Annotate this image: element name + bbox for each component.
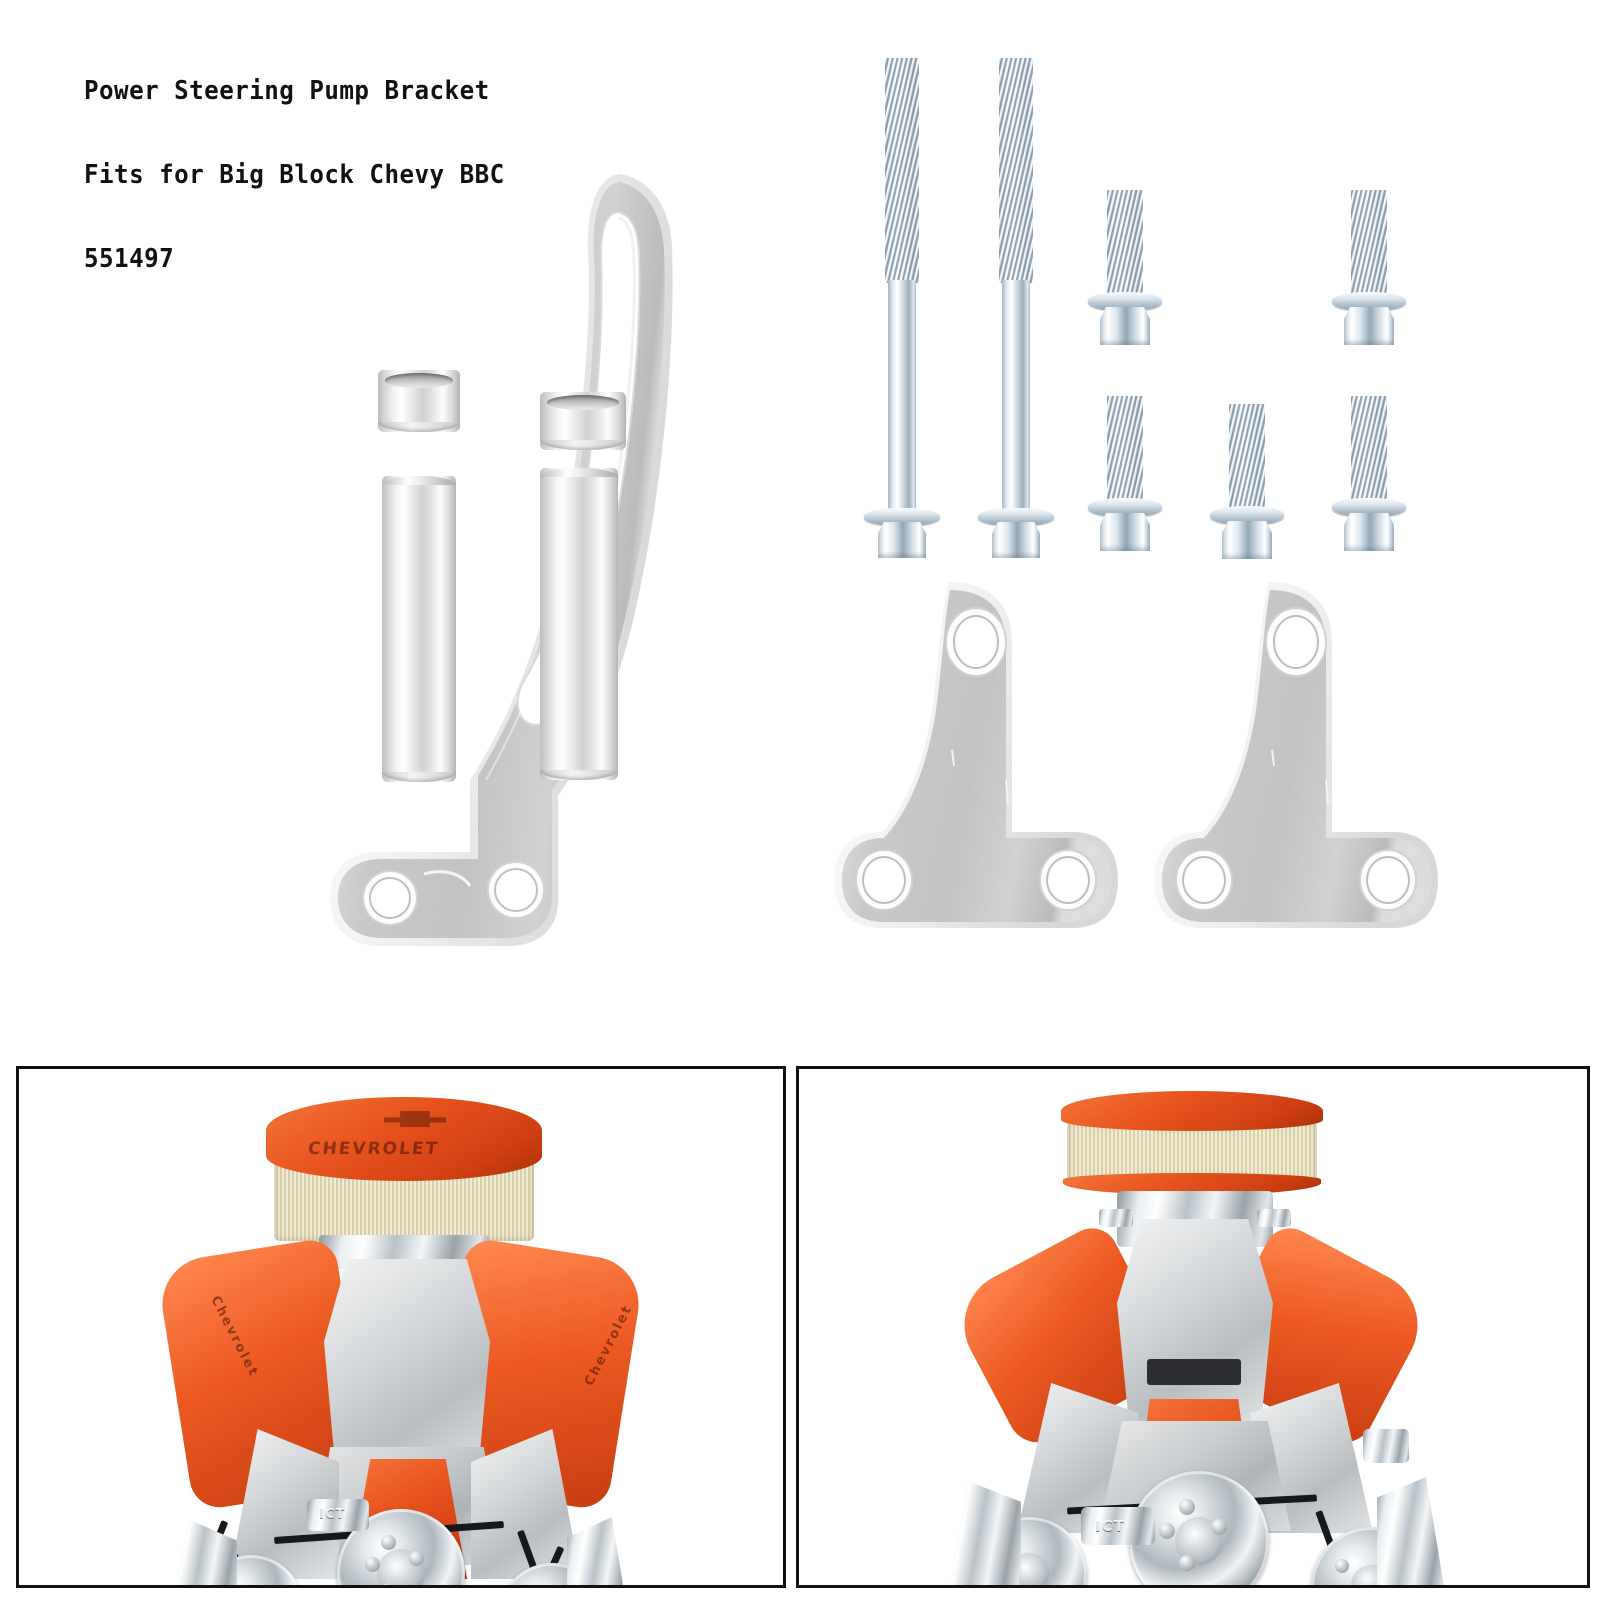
engine-illustration-right: ICT — [799, 1069, 1587, 1585]
long-hex-flange-bolt-1 — [862, 58, 942, 558]
power-steering-pump-body — [1377, 1477, 1447, 1585]
long-spacer-1 — [382, 476, 456, 782]
intake-opening — [1147, 1359, 1241, 1385]
air-cleaner-text: CHEVROLET — [306, 1139, 441, 1159]
engine-photo-left: CHEVROLET Chevrolet Chevrolet — [16, 1066, 786, 1588]
valve-cover-text-right: Chevrolet — [581, 1302, 636, 1389]
page-title: Power Steering Pump Bracket — [84, 76, 490, 106]
short-spacer-sleeve-1 — [378, 370, 460, 432]
engine-illustration-left: CHEVROLET Chevrolet Chevrolet — [19, 1069, 783, 1585]
bracket-logo-plate: ICT — [1081, 1507, 1155, 1545]
short-hex-flange-bolt-4 — [1208, 404, 1286, 564]
ict-logo-text: ICT — [1095, 1517, 1125, 1535]
product-title-block: Power Steering Pump Bracket Fits for Big… — [84, 78, 644, 272]
air-cleaner-lid: CHEVROLET — [266, 1097, 542, 1181]
short-hex-flange-bolt-2 — [1330, 190, 1408, 350]
bracket-logo-plate: ICT — [307, 1499, 369, 1531]
water-neck — [1363, 1429, 1409, 1463]
engine-photo-right: ICT — [796, 1066, 1590, 1588]
throttle-linkage-left — [1099, 1209, 1133, 1227]
chevrolet-bowtie-icon — [384, 1111, 446, 1127]
intake-manifold — [1117, 1219, 1273, 1429]
short-hex-flange-bolt-5 — [1330, 396, 1408, 556]
air-cleaner-filter — [1067, 1121, 1317, 1183]
ict-logo-text: ICT — [319, 1507, 346, 1522]
long-spacer-2 — [540, 468, 618, 780]
valve-cover-text-left: Chevrolet — [207, 1293, 262, 1380]
alternator-body — [945, 1481, 1021, 1585]
alternator-body — [167, 1519, 237, 1585]
long-hex-flange-bolt-2 — [976, 58, 1056, 558]
air-cleaner-lid — [1061, 1091, 1323, 1131]
air-cleaner-base — [1063, 1173, 1321, 1195]
part-number: 551497 — [84, 244, 175, 274]
fitment-line: Fits for Big Block Chevy BBC — [84, 160, 505, 190]
short-hex-flange-bolt-1 — [1086, 190, 1164, 350]
l-mounting-bracket-2 — [1140, 580, 1440, 970]
throttle-linkage-right — [1257, 1209, 1291, 1227]
short-spacer-sleeve-2 — [540, 392, 626, 450]
l-mounting-bracket-1 — [820, 580, 1120, 970]
short-hex-flange-bolt-3 — [1086, 396, 1164, 556]
power-steering-pump-body — [567, 1517, 631, 1585]
